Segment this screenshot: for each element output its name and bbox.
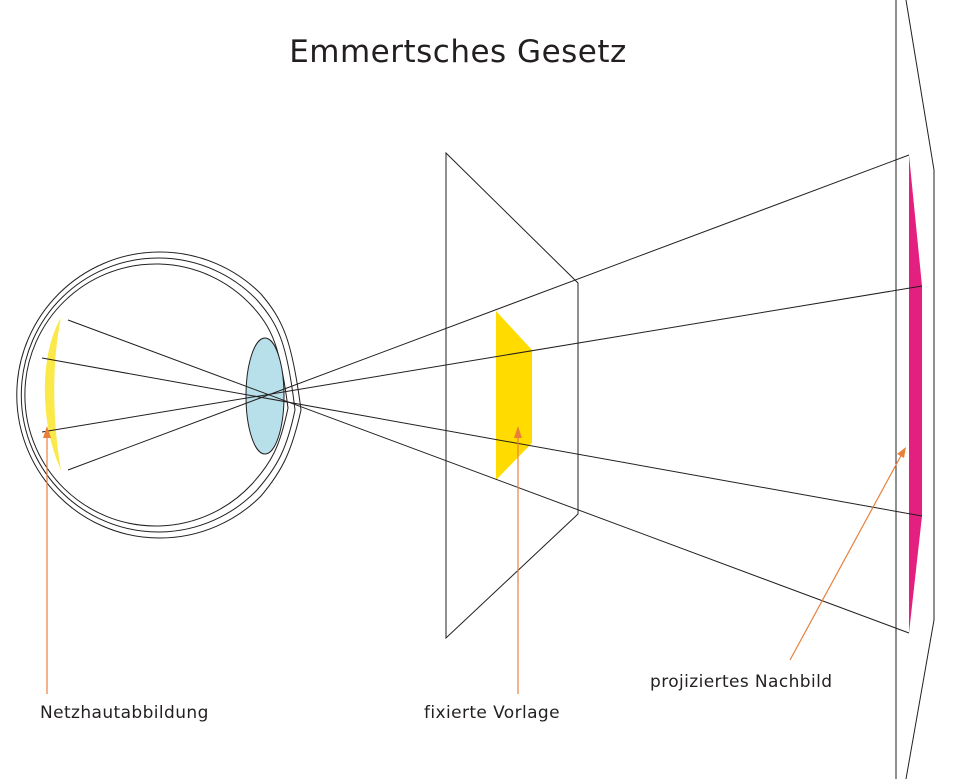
light-rays — [41, 154, 923, 634]
fixation-plane — [445, 151, 579, 640]
projected-afterimage-shape — [909, 155, 922, 633]
pointer-arrows — [43, 426, 906, 694]
diagram-title: Emmertsches Gesetz — [289, 34, 627, 70]
projection-wall — [895, 0, 935, 779]
fixed-template-shape — [496, 311, 532, 480]
fixed-template-label: fixierte Vorlage — [424, 703, 560, 723]
eye — [16, 251, 302, 539]
retina-image-label: Netzhautabbildung — [40, 703, 209, 723]
projected-afterimage-label: projiziertes Nachbild — [650, 672, 832, 692]
retina-image-shape — [44, 318, 61, 470]
